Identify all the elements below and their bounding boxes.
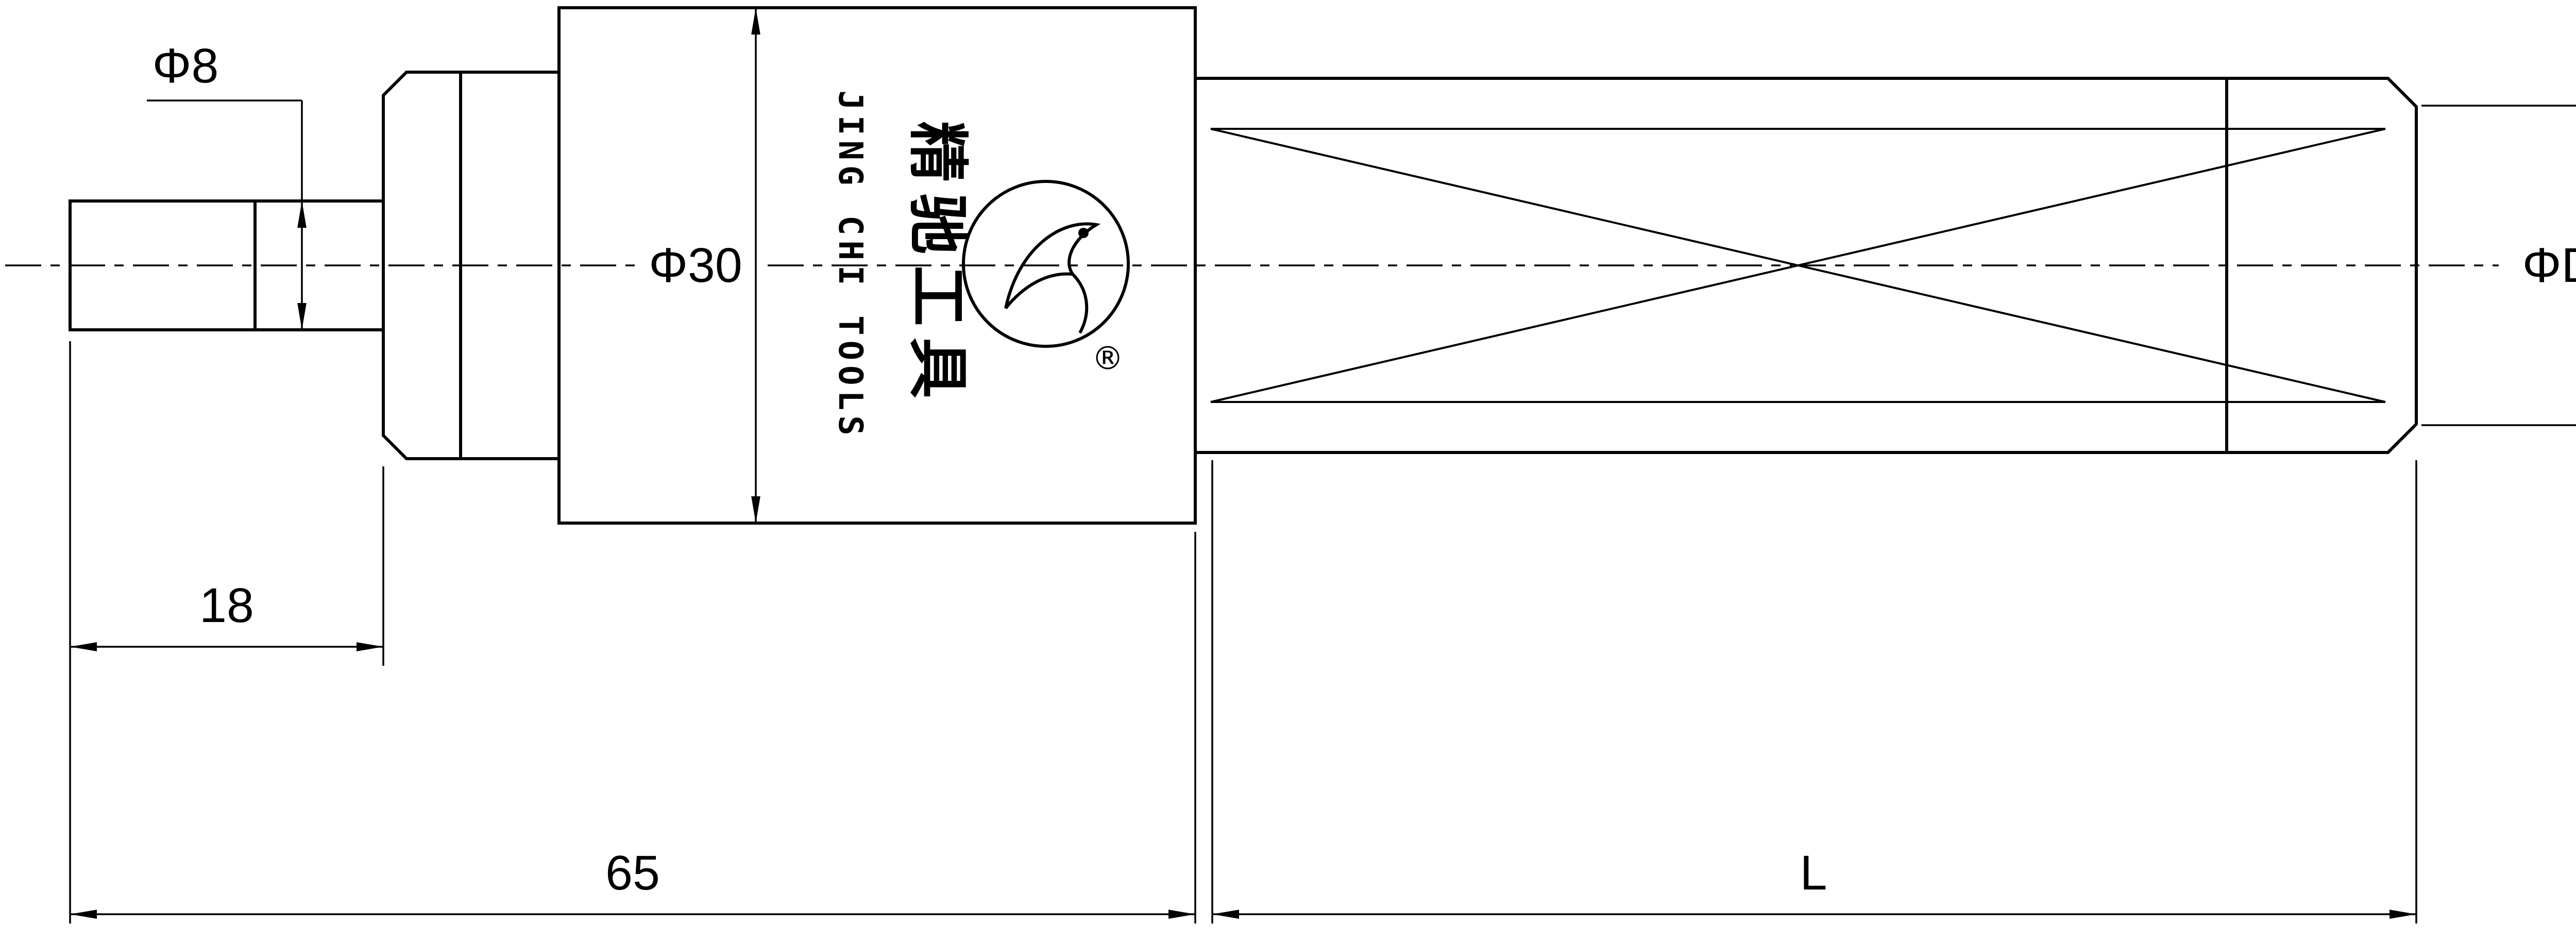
logo-bird-icon — [1004, 222, 1101, 309]
body-outline — [557, 6, 1197, 525]
logo-circle — [962, 180, 1130, 348]
dim65-label: 65 — [605, 846, 660, 900]
shank — [1195, 77, 2418, 454]
phiD-label: ΦD — [2522, 238, 2576, 293]
tool-body — [557, 6, 1197, 525]
dim-pilot-length: 18 — [69, 341, 384, 924]
logo-bird-tail — [1071, 273, 1089, 334]
dim-front-length: 65 — [70, 532, 1196, 924]
registered-mark: ® — [1092, 340, 1124, 377]
flat-cross-line-2 — [1210, 128, 2386, 403]
dim-pilot-diameter: Φ8 — [147, 39, 307, 330]
brand-name-cn: 精驰工具 — [902, 121, 973, 410]
logo-dot — [1078, 228, 1089, 238]
shank-outline — [1195, 77, 2418, 454]
phi8-label: Φ8 — [152, 39, 219, 93]
dim-shank-length: L — [1211, 460, 2417, 924]
dimL-label: L — [1800, 846, 1827, 900]
dim18-label: 18 — [199, 578, 254, 633]
phi30-label: Φ30 — [649, 238, 742, 293]
brand-name-en: JING CHI TOOLS — [831, 90, 869, 440]
branding: JING CHI TOOLS 精驰工具 ® — [831, 90, 1130, 441]
dim-shank-diameter: ΦD — [2421, 105, 2576, 426]
brand-logo-icon — [962, 180, 1130, 348]
dim-body-diameter: Φ30 — [649, 7, 760, 523]
